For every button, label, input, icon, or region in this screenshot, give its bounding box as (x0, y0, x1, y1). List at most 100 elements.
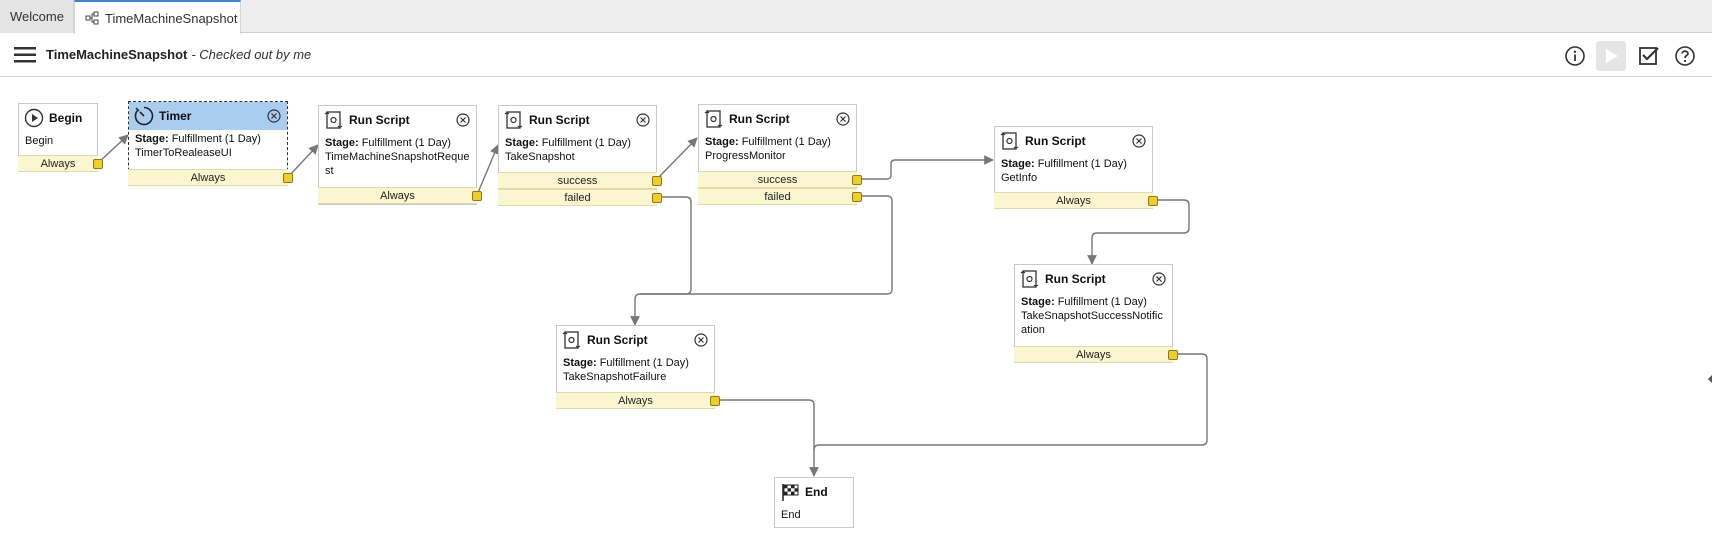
close-icon[interactable] (636, 113, 650, 127)
close-icon[interactable] (267, 109, 281, 123)
collapse-panel-handle[interactable] (1708, 370, 1712, 383)
run-button[interactable] (1596, 41, 1626, 71)
info-icon (1565, 46, 1585, 66)
node-name: Begin (25, 135, 54, 147)
tab-label: Welcome (10, 9, 64, 24)
node-end[interactable]: End End (774, 477, 854, 528)
edge-request-take (476, 144, 500, 196)
close-icon[interactable] (836, 112, 850, 126)
node-header: Run Script (995, 127, 1152, 155)
output-label: Always (1076, 349, 1111, 361)
node-output-always: Always (18, 155, 103, 172)
stage-value: Fulfillment (1 Day) (741, 136, 831, 148)
node-name: TimeMachineSnapshotRequest (325, 151, 470, 177)
node-run-script-take-snapshot[interactable]: Run Script Stage: Fulfillment (1 Day) Ta… (498, 105, 662, 206)
output-label: Always (40, 158, 76, 170)
stage-value: Fulfillment (1 Day) (361, 137, 451, 149)
output-port[interactable] (1168, 350, 1178, 360)
close-icon[interactable] (694, 333, 708, 347)
node-output-always: Always (128, 169, 293, 186)
hamburger-menu-icon[interactable] (14, 46, 36, 64)
close-icon[interactable] (1132, 134, 1146, 148)
checkered-flag-icon (779, 481, 801, 503)
node-body: Stage: Fulfillment (1 Day) GetInfo (995, 155, 1152, 189)
node-body: Begin (19, 132, 97, 152)
node-output-always: Always (556, 392, 720, 409)
edge-notify-end (813, 353, 1208, 451)
node-run-script-request[interactable]: Run Script Stage: Fulfillment (1 Day) Ti… (318, 105, 482, 205)
node-body: Stage: Fulfillment (1 Day) TakeSnapshot (499, 134, 656, 168)
output-label: failed (764, 191, 791, 203)
edge-getinfo-notify (1087, 199, 1190, 265)
info-button[interactable] (1560, 41, 1590, 71)
output-port[interactable] (710, 396, 720, 406)
stage-label: Stage: (705, 136, 739, 148)
node-body: End (775, 506, 853, 526)
node-header: Timer (129, 102, 287, 130)
output-port[interactable] (652, 193, 662, 203)
node-title: Begin (49, 111, 83, 125)
stage-label: Stage: (1021, 296, 1055, 308)
node-body: Stage: Fulfillment (1 Day) ProgressMonit… (699, 133, 856, 167)
node-title: Run Script (587, 333, 648, 347)
node-run-script-progress-monitor[interactable]: Run Script Stage: Fulfillment (1 Day) Pr… (698, 104, 862, 205)
stage-value: Fulfillment (1 Day) (1057, 296, 1147, 308)
node-name: TakeSnapshotFailure (563, 371, 667, 383)
tab-timemachinesnapshot[interactable]: TimeMachineSnapshot (74, 0, 241, 34)
node-output-always: Always (1014, 346, 1178, 363)
close-icon[interactable] (1152, 272, 1166, 286)
stage-value: Fulfillment (1 Day) (1037, 158, 1127, 170)
output-port[interactable] (852, 192, 862, 202)
node-header: Begin (19, 104, 97, 132)
workflow-title: TimeMachineSnapshot (46, 47, 188, 62)
node-header: Run Script (1015, 265, 1172, 293)
edge-take-progress (656, 137, 698, 180)
workflow-icon (85, 11, 99, 25)
edge-progress-failure (640, 195, 893, 295)
output-port[interactable] (852, 175, 862, 185)
node-run-script-take-snapshot-failure[interactable]: Run Script Stage: Fulfillment (1 Day) Ta… (556, 325, 720, 409)
node-name: ProgressMonitor (705, 150, 786, 162)
script-icon (703, 108, 725, 130)
stage-label: Stage: (325, 137, 359, 149)
editor-header: TimeMachineSnapshot- Checked out by me (0, 34, 1712, 77)
output-label: Always (190, 172, 226, 184)
page-title: TimeMachineSnapshot- Checked out by me (46, 47, 311, 62)
node-begin[interactable]: Begin Begin Always (18, 103, 103, 172)
stage-value: Fulfillment (1 Day) (541, 137, 631, 149)
validate-button[interactable] (1634, 41, 1664, 71)
node-run-script-get-info[interactable]: Run Script Stage: Fulfillment (1 Day) Ge… (994, 126, 1158, 209)
output-label: Always (1056, 195, 1091, 207)
script-icon (503, 109, 525, 131)
script-icon (1019, 268, 1041, 290)
stage-label: Stage: (563, 357, 597, 369)
node-name: TakeSnapshotSuccessNotification (1021, 310, 1163, 336)
edge-progress-getinfo (857, 155, 994, 180)
node-name: TakeSnapshot (505, 151, 575, 163)
stage-label: Stage: (505, 137, 539, 149)
output-port[interactable] (93, 159, 103, 169)
node-header: Run Script (319, 106, 476, 134)
help-icon (1675, 46, 1695, 66)
tab-welcome[interactable]: Welcome (0, 0, 74, 33)
node-timer[interactable]: Timer Stage: Fulfillment (1 Day) TimerTo… (128, 101, 293, 186)
node-run-script-success-notification[interactable]: Run Script Stage: Fulfillment (1 Day) Ta… (1014, 264, 1178, 363)
node-output-success: success (698, 171, 862, 188)
node-name: GetInfo (1001, 172, 1038, 184)
output-port[interactable] (1148, 196, 1158, 206)
help-button[interactable] (1670, 41, 1700, 71)
tab-label: TimeMachineSnapshot (105, 10, 238, 26)
output-port[interactable] (472, 191, 482, 201)
output-port[interactable] (652, 176, 662, 186)
node-output-failed: failed (498, 189, 662, 206)
validate-icon (1639, 47, 1659, 65)
node-body: Stage: Fulfillment (1 Day) TakeSnapshotF… (557, 354, 714, 388)
output-port[interactable] (283, 173, 293, 183)
node-title: Timer (159, 109, 192, 123)
node-header: Run Script (499, 106, 656, 134)
node-output-failed: failed (698, 188, 862, 205)
close-icon[interactable] (456, 113, 470, 127)
output-label: failed (564, 192, 591, 204)
node-body: Stage: Fulfillment (1 Day) TimerToRealea… (129, 130, 287, 164)
